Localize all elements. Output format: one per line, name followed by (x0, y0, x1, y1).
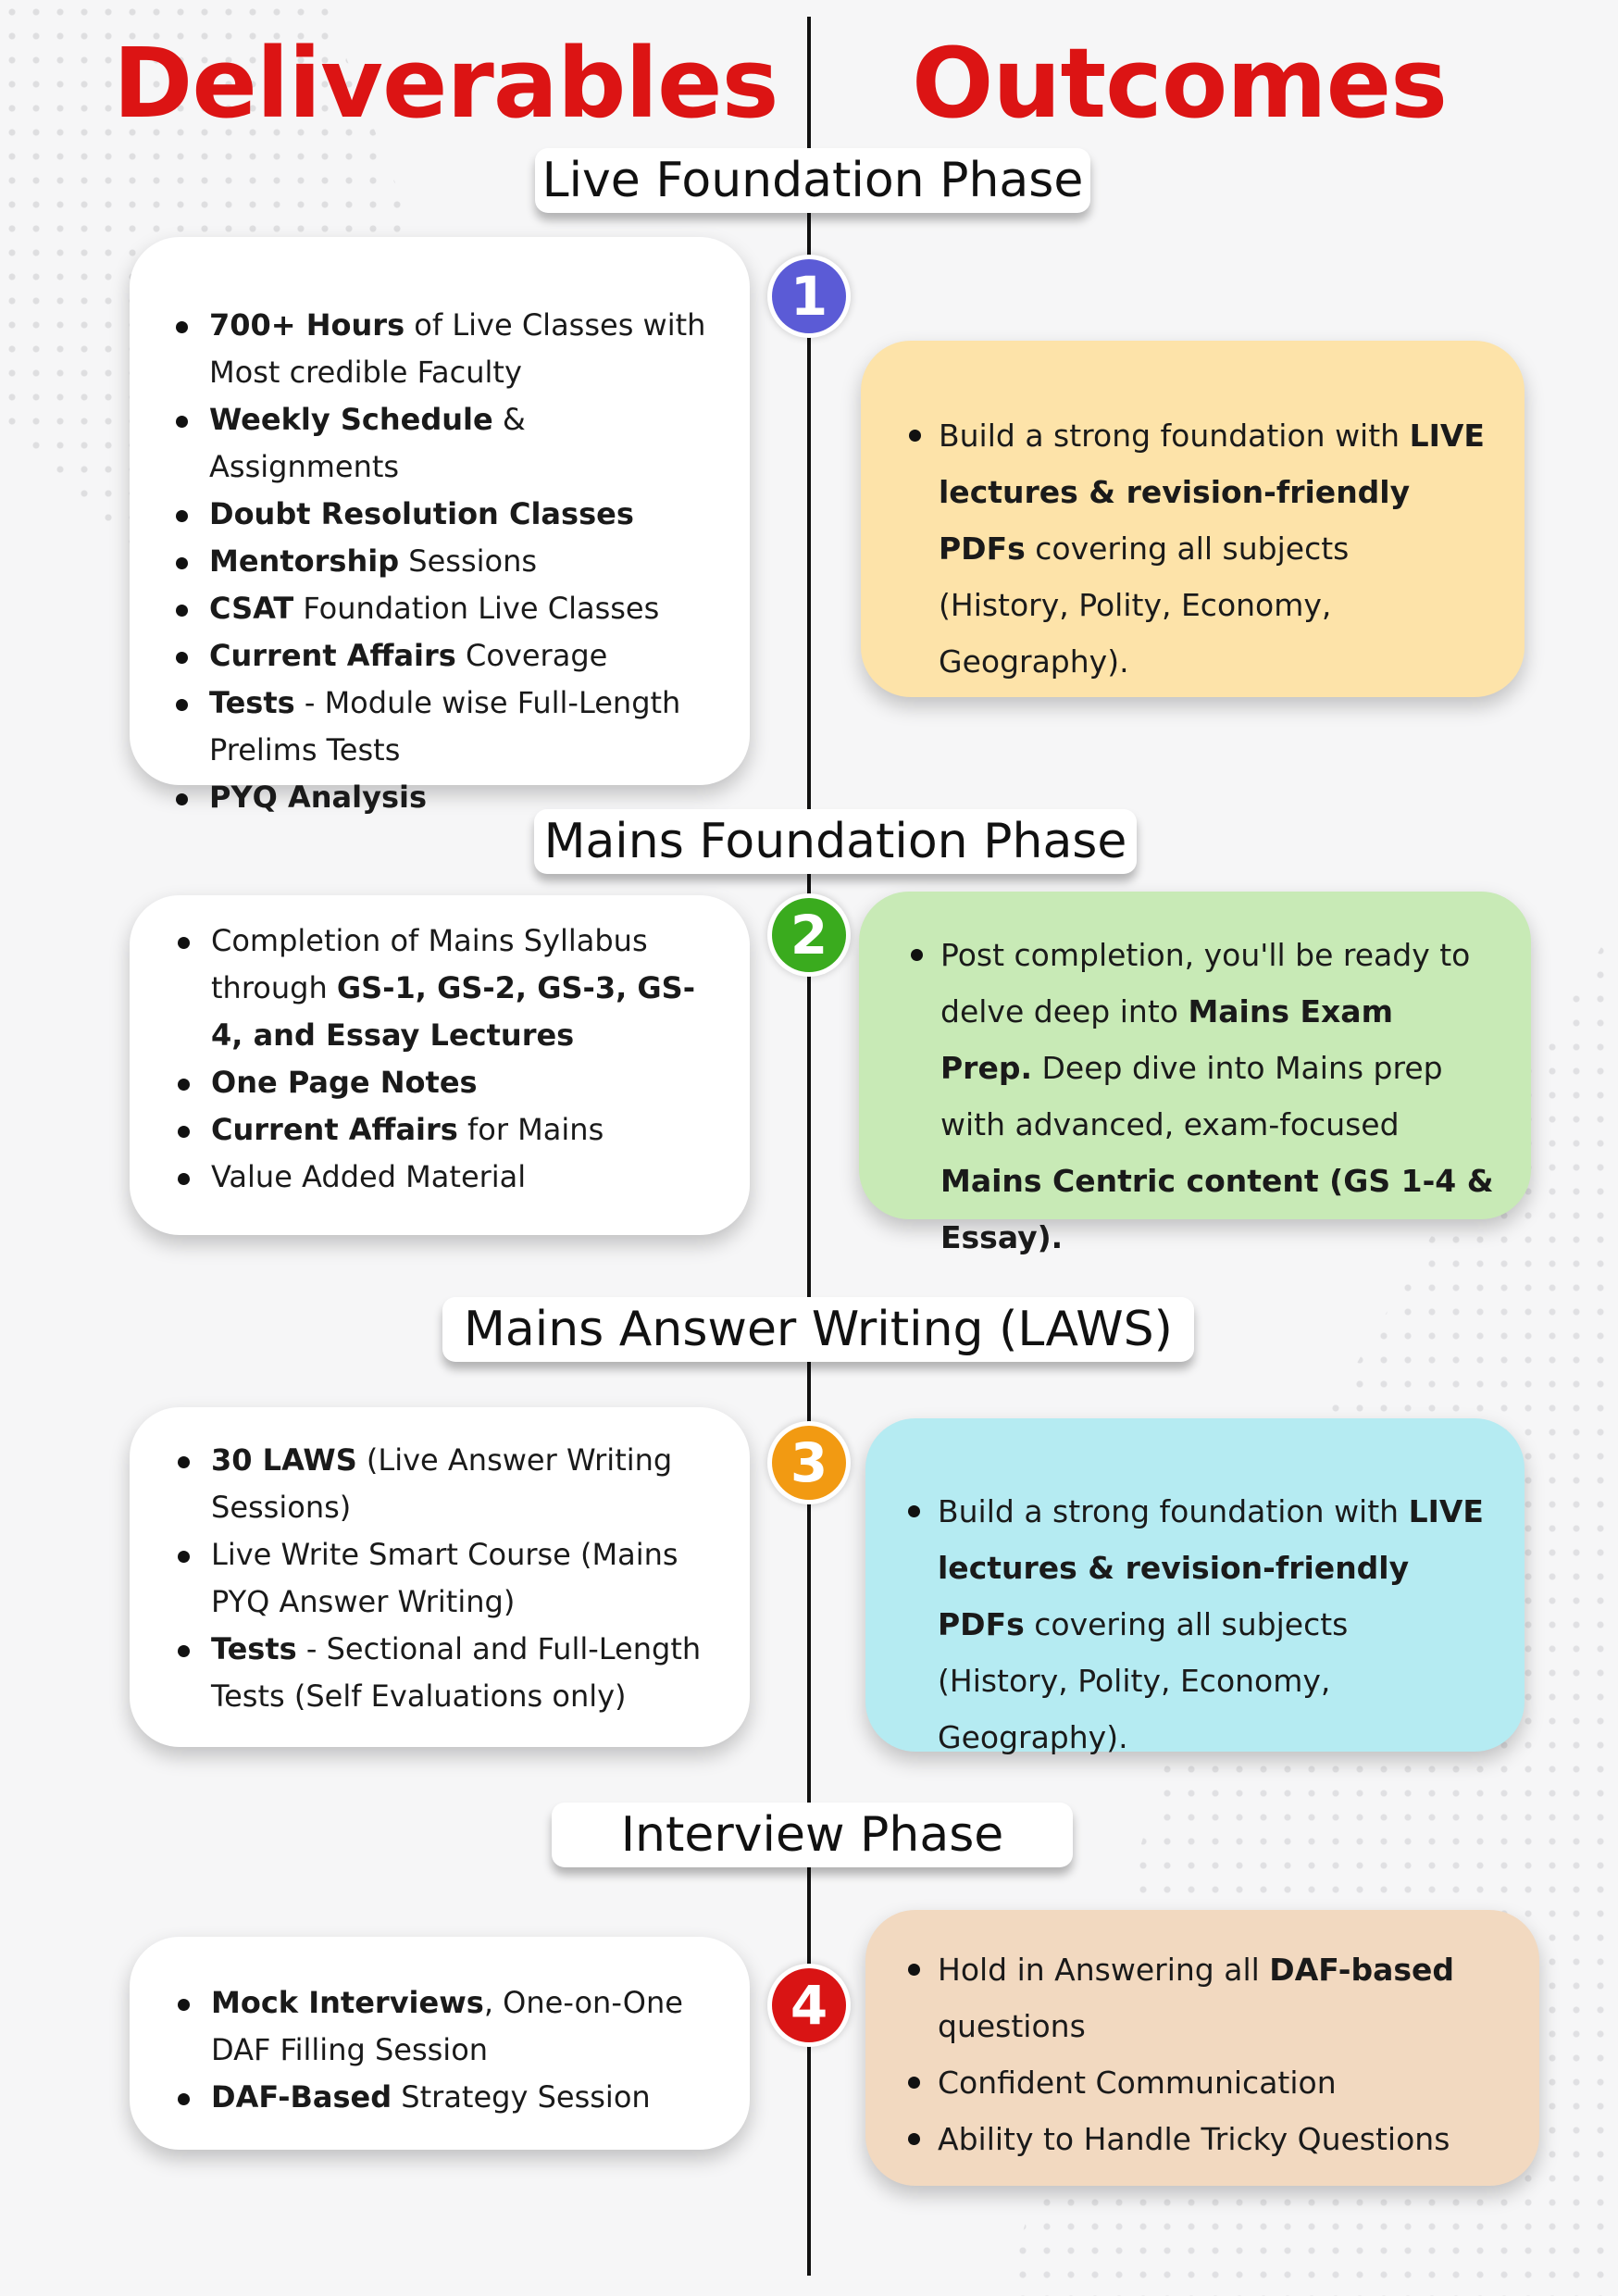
deliverable-text: Coverage (455, 638, 608, 673)
deliverable-text: - Module wise Full-Length Prelims Tests (209, 685, 681, 767)
deliverables-card-4: Mock Interviews, One-on-One DAF Filling … (130, 1937, 750, 2150)
deliverable-text: Completion of Mains Syllabus through (211, 923, 648, 1005)
deliverables-card-1: 700+ Hours of Live Classes with Most cre… (130, 237, 750, 815)
deliverable-bold-text: Mock Interviews (211, 1985, 484, 2020)
deliverable-item: Doubt Resolution Classes (176, 491, 722, 538)
deliverable-bold-text: CSAT (209, 591, 294, 626)
phase-number-3: 3 (772, 1426, 846, 1500)
deliverable-bold-text: Doubt Resolution Classes (209, 496, 634, 531)
outcome-item: Post completion, you'll be ready to delv… (911, 927, 1494, 1266)
outcome-text: covering all subjects (History, Polity, … (938, 1606, 1349, 1755)
deliverable-bold-text: DAF-Based (211, 2079, 392, 2115)
deliverable-text: Foundation Live Classes (293, 591, 660, 626)
deliverable-item: Tests - Module wise Full-Length Prelims … (176, 680, 722, 774)
deliverable-item: Weekly Schedule & Assignments (176, 396, 722, 491)
deliverable-item: 30 LAWS (Live Answer Writing Sessions) (178, 1437, 722, 1531)
outcome-card-1: Build a strong foundation with LIVE lect… (861, 341, 1525, 697)
deliverable-text: Value Added Material (211, 1159, 527, 1194)
outcome-card-2: Post completion, you'll be ready to delv… (859, 892, 1531, 1255)
outcome-text: Build a strong foundation with (938, 1493, 1409, 1529)
phase-number-2: 2 (772, 898, 846, 972)
outcome-bold-text: LIVE lectures & revision-friendly PDFs (938, 1493, 1484, 1642)
outcome-item: Confident Communication (908, 2054, 1502, 2111)
deliverable-item: Current Affairs Coverage (176, 632, 722, 680)
deliverable-item: Mock Interviews, One-on-One DAF Filling … (178, 1979, 722, 2074)
outcomes-heading: Outcomes (912, 27, 1448, 140)
deliverable-item: Value Added Material (178, 1154, 722, 1201)
deliverable-bold-text: Tests (211, 1631, 297, 1666)
phase-title-mains-foundation: Mains Foundation Phase (534, 809, 1137, 874)
deliverable-item: Completion of Mains Syllabus through GS-… (178, 917, 722, 1059)
deliverable-item: DAF-Based Strategy Session (178, 2074, 722, 2121)
deliverable-item: Tests - Sectional and Full-Length Tests … (178, 1626, 722, 1720)
deliverable-text: of Live Classes with Most credible Facul… (209, 307, 706, 390)
phase-title-mains-answer-writing: Mains Answer Writing (LAWS) (442, 1297, 1194, 1362)
deliverable-item: Mentorship Sessions (176, 538, 722, 585)
outcome-text: covering all subjects (History, Polity, … (939, 530, 1350, 680)
deliverable-item: One Page Notes (178, 1059, 722, 1106)
outcome-text: Build a strong foundation with (939, 418, 1410, 454)
deliverable-bold-text: Weekly Schedule (209, 402, 493, 437)
deliverable-text: for Mains (457, 1112, 604, 1147)
deliverable-bold-text: Current Affairs (211, 1112, 458, 1147)
outcome-card-3: Build a strong foundation with LIVE lect… (865, 1418, 1525, 1755)
outcome-item: Build a strong foundation with LIVE lect… (908, 1483, 1487, 1766)
deliverable-text: Sessions (399, 543, 538, 579)
phase-title-live-foundation: Live Foundation Phase (535, 148, 1090, 213)
outcome-bold-text: LIVE lectures & revision-friendly PDFs (939, 418, 1485, 567)
deliverable-text: Live Write Smart Course (Mains PYQ Answe… (211, 1537, 678, 1619)
deliverable-bold-text: Current Affairs (209, 638, 456, 673)
deliverable-text: , One-on-One DAF Filling Session (211, 1985, 683, 2067)
outcome-bold-text: DAF-based (1269, 1952, 1454, 1988)
outcome-bold-text: Mains Exam Prep. (940, 993, 1393, 1086)
deliverable-bold-text: GS-1, GS-2, GS-3, GS-4, and Essay Lectur… (211, 970, 695, 1053)
deliverable-text: - Sectional and Full-Length Tests (Self … (211, 1631, 702, 1714)
outcome-text: Deep dive into Mains prep with advanced,… (940, 1050, 1443, 1142)
deliverable-item: PYQ Analysis (176, 774, 722, 821)
deliverable-bold-text: 700+ Hours (209, 307, 405, 343)
deliverables-card-2: Completion of Mains Syllabus through GS-… (130, 895, 750, 1235)
outcome-text: Confident Communication (938, 2065, 1337, 2101)
outcome-card-4: Hold in Answering all DAF-based question… (865, 1910, 1539, 2186)
deliverable-bold-text: Tests (209, 685, 295, 720)
outcome-text: Post completion, you'll be ready to delv… (940, 937, 1471, 1029)
deliverable-text: & Assignments (209, 402, 526, 484)
deliverables-card-3: 30 LAWS (Live Answer Writing Sessions)Li… (130, 1407, 750, 1747)
timeline-line (807, 17, 811, 2276)
outcome-item: Build a strong foundation with LIVE lect… (909, 407, 1487, 690)
deliverables-heading: Deliverables (113, 27, 779, 140)
outcome-text: questions (938, 2008, 1086, 2044)
deliverable-bold-text: Mentorship (209, 543, 400, 579)
outcome-bold-text: Mains Centric content (GS 1-4 & Essay). (940, 1163, 1494, 1255)
phase-title-interview: Interview Phase (552, 1803, 1073, 1867)
outcome-text: Ability to Handle Tricky Questions (938, 2121, 1450, 2157)
deliverable-bold-text: 30 LAWS (211, 1442, 357, 1478)
deliverable-bold-text: One Page Notes (211, 1065, 478, 1100)
deliverable-item: Current Affairs for Mains (178, 1106, 722, 1154)
phase-number-1: 1 (772, 259, 846, 333)
outcome-item: Hold in Answering all DAF-based question… (908, 1941, 1502, 2054)
outcome-item: Ability to Handle Tricky Questions (908, 2111, 1502, 2167)
deliverable-text: (Live Answer Writing Sessions) (211, 1442, 673, 1525)
deliverable-item: 700+ Hours of Live Classes with Most cre… (176, 302, 722, 396)
phase-number-4: 4 (772, 1968, 846, 2042)
deliverable-bold-text: PYQ Analysis (209, 780, 427, 815)
deliverable-item: Live Write Smart Course (Mains PYQ Answe… (178, 1531, 722, 1626)
outcome-text: Hold in Answering all (938, 1952, 1270, 1988)
deliverable-item: CSAT Foundation Live Classes (176, 585, 722, 632)
deliverable-text: Strategy Session (392, 2079, 651, 2115)
